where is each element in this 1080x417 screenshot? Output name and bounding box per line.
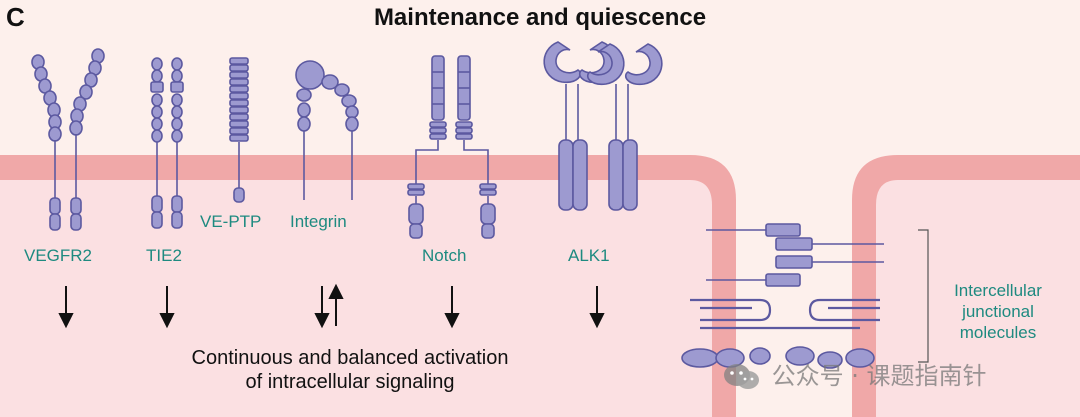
junction-label-line-1: Intercellular bbox=[954, 281, 1042, 300]
tie2-arrow bbox=[159, 286, 175, 329]
veptp-label: VE-PTP bbox=[200, 212, 262, 231]
veptp-receptor bbox=[229, 57, 249, 203]
tie2-label: TIE2 bbox=[146, 246, 182, 265]
alk1-receptor bbox=[543, 41, 663, 211]
cytoplasm-region bbox=[0, 180, 1080, 417]
integrin-arrow-up bbox=[328, 283, 344, 326]
integrin-receptor bbox=[295, 60, 359, 200]
junction-bracket bbox=[918, 229, 929, 363]
notch-label: Notch bbox=[422, 246, 467, 265]
junction-label-line-3: molecules bbox=[959, 323, 1037, 342]
vegfr2-label: VEGFR2 bbox=[24, 246, 93, 265]
signaling-arrows bbox=[58, 283, 605, 329]
wechat-icon bbox=[724, 364, 759, 389]
vegfr2-arrow bbox=[58, 286, 74, 329]
caption-line-1: Continuous and balanced activation bbox=[191, 347, 509, 369]
caption-line-2: of intracellular signaling bbox=[245, 371, 455, 393]
junction-label-line-2: junctional bbox=[962, 302, 1034, 321]
figure-title: Maintenance and quiescence bbox=[373, 4, 707, 31]
signaling-caption: Continuous and balanced activation of in… bbox=[70, 346, 630, 394]
junction-label: Intercellular junctional molecules bbox=[928, 280, 1068, 343]
alk1-arrow bbox=[589, 286, 605, 329]
vegfr2-ig-domains bbox=[31, 48, 105, 142]
tie2-receptor bbox=[150, 57, 184, 229]
panel-letter: C bbox=[6, 2, 25, 32]
notch-arrow bbox=[444, 286, 460, 329]
watermark-text: 公众号 · 课题指南针 bbox=[771, 362, 987, 390]
junctional-molecules bbox=[681, 223, 884, 369]
integrin-label: Integrin bbox=[290, 212, 347, 231]
integrin-arrow-down bbox=[314, 286, 330, 329]
cell-membrane bbox=[0, 155, 1080, 417]
alk1-label: ALK1 bbox=[568, 246, 610, 265]
notch-receptor bbox=[407, 55, 497, 239]
vegfr2-receptor bbox=[31, 48, 105, 231]
watermark: 公众号 · 课题指南针 bbox=[722, 356, 987, 392]
